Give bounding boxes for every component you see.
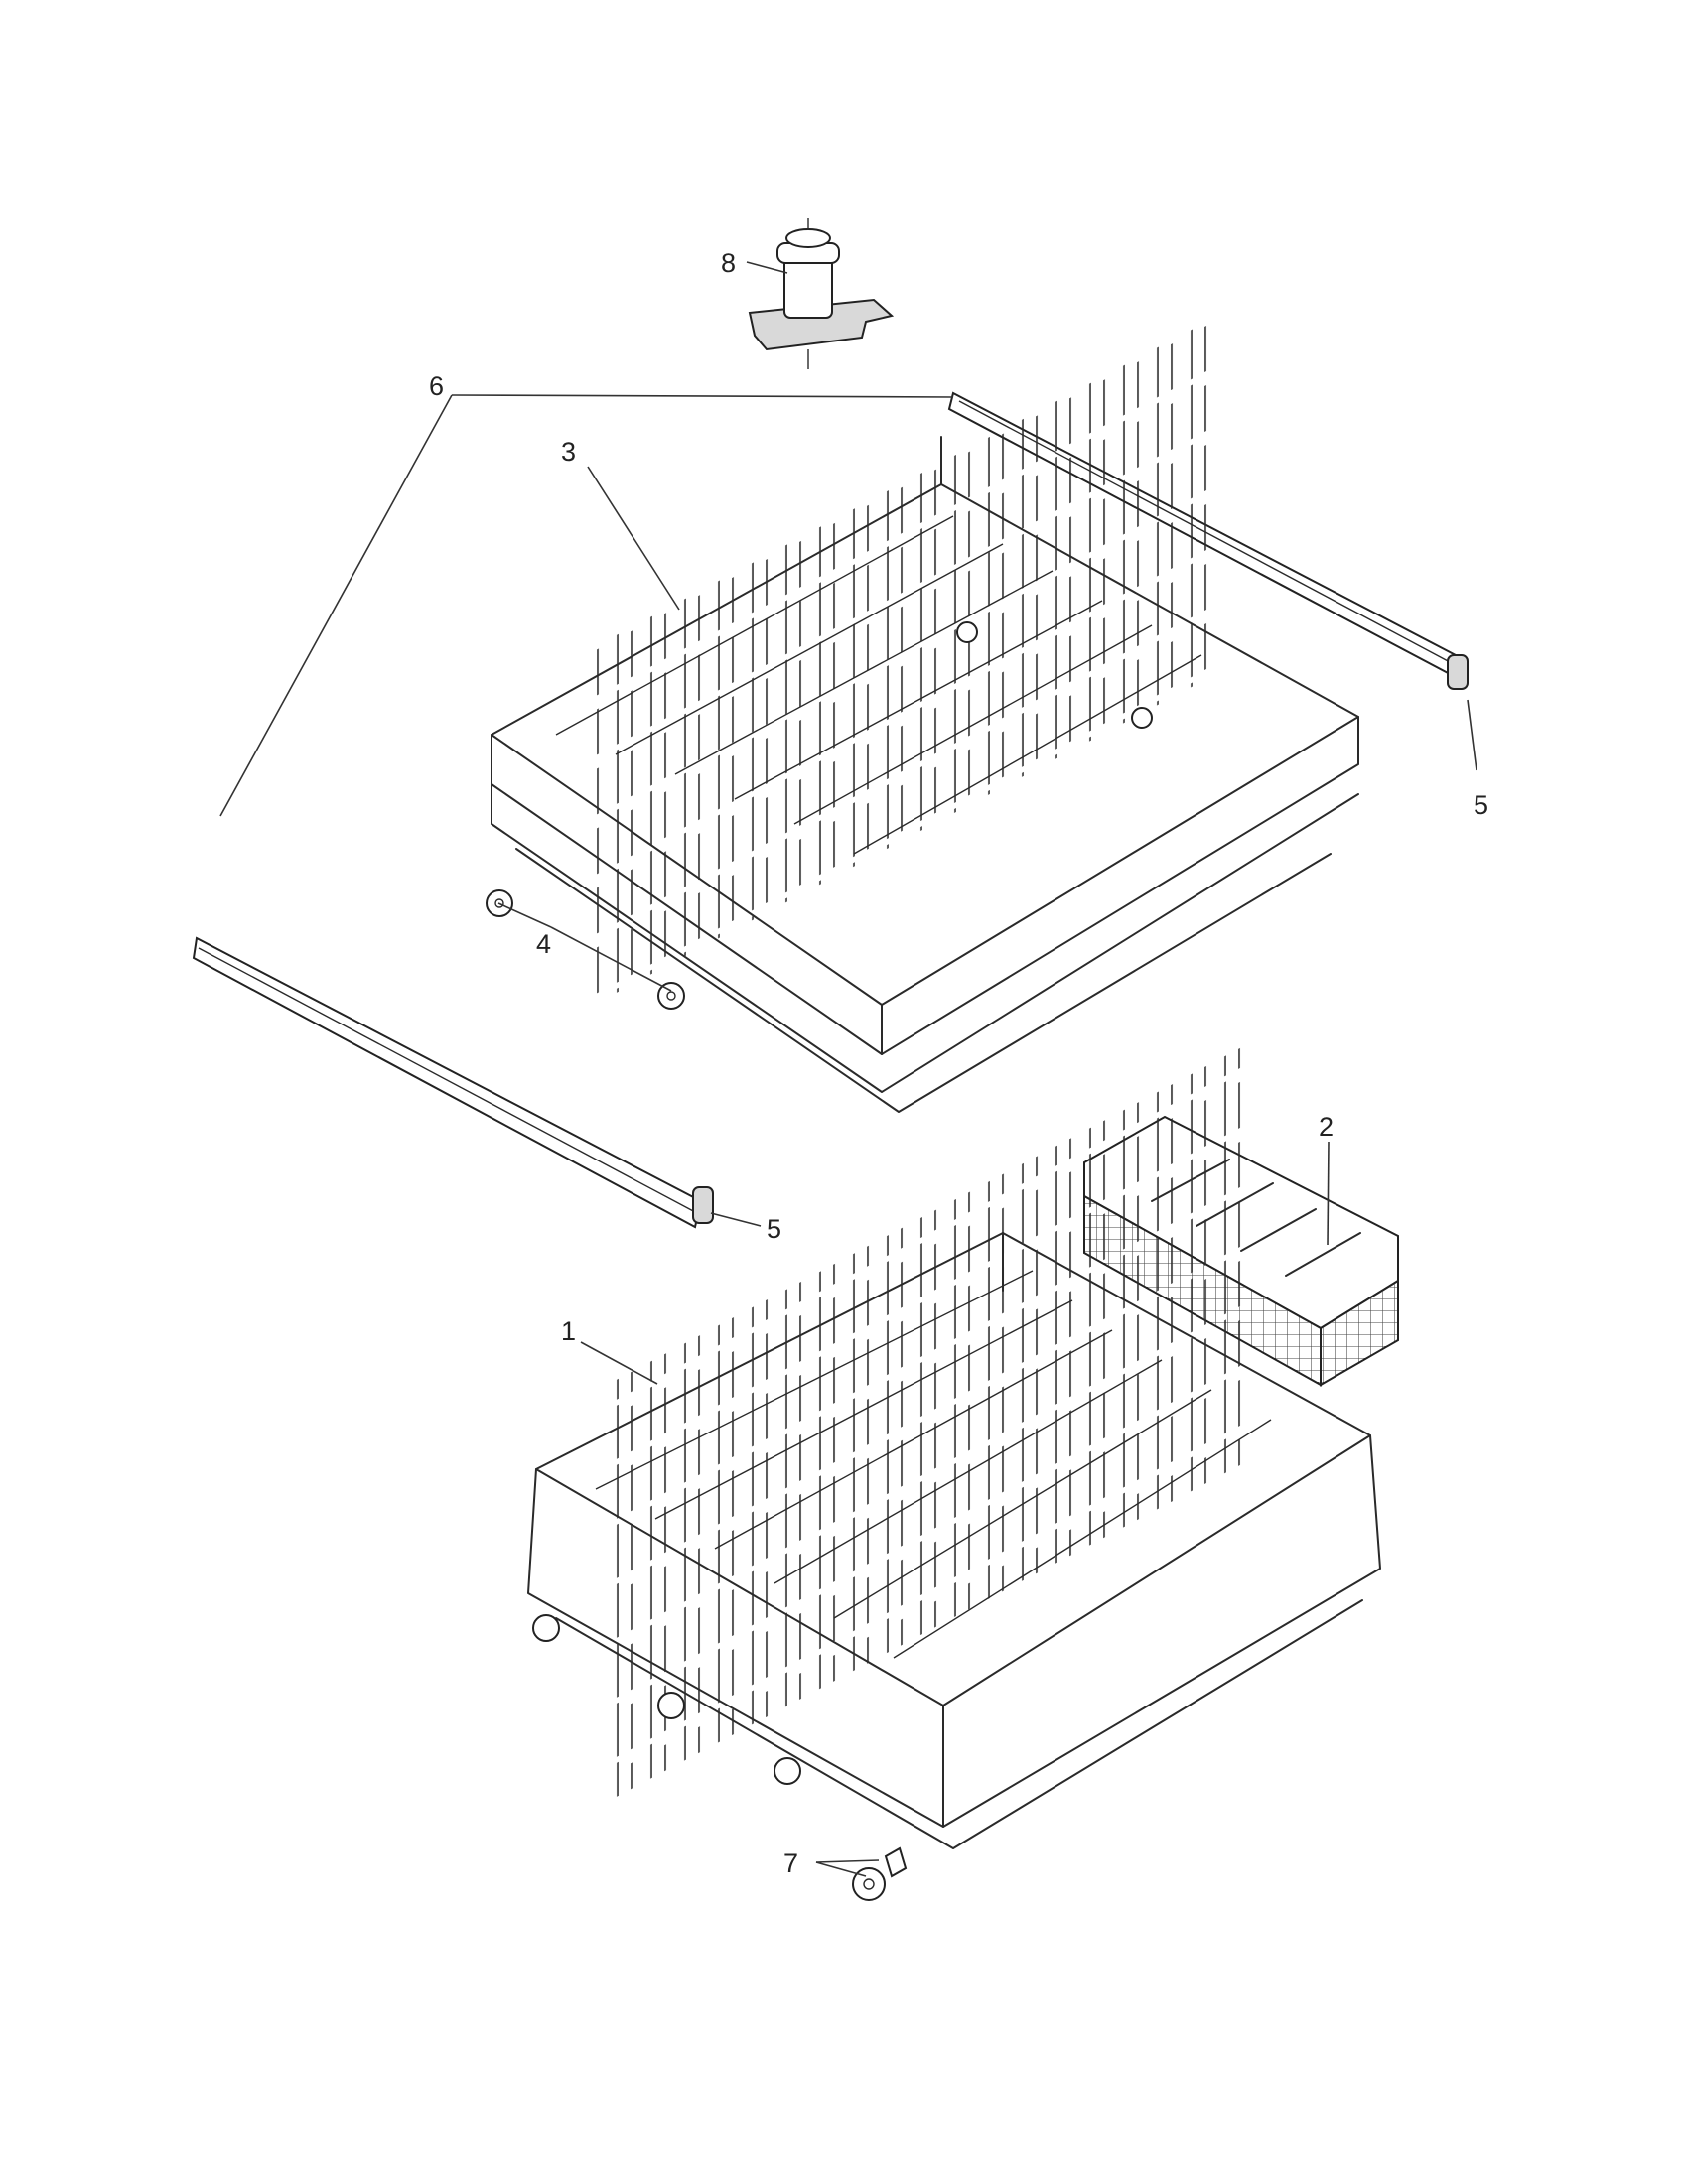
callout-7: 7 bbox=[783, 1848, 798, 1878]
part-6-left-rail bbox=[192, 936, 714, 1229]
callout-3: 3 bbox=[561, 437, 576, 467]
callout-6: 6 bbox=[429, 371, 444, 401]
part-8-nozzle-assembly bbox=[748, 218, 895, 369]
part-1-lower-rack bbox=[527, 1042, 1381, 1849]
callout-8: 8 bbox=[721, 248, 736, 278]
callout-2: 2 bbox=[1319, 1112, 1334, 1142]
part-4-upper-rack-wheels bbox=[486, 889, 685, 1010]
part-7-wheel-assembly bbox=[852, 1846, 908, 1901]
callout-5-right: 5 bbox=[1474, 790, 1488, 820]
leader-lines bbox=[219, 261, 1477, 1877]
callout-1: 1 bbox=[561, 1316, 576, 1346]
callout-4: 4 bbox=[536, 929, 551, 959]
callout-5-left: 5 bbox=[767, 1214, 781, 1244]
part-3-upper-rack bbox=[486, 319, 1359, 1113]
